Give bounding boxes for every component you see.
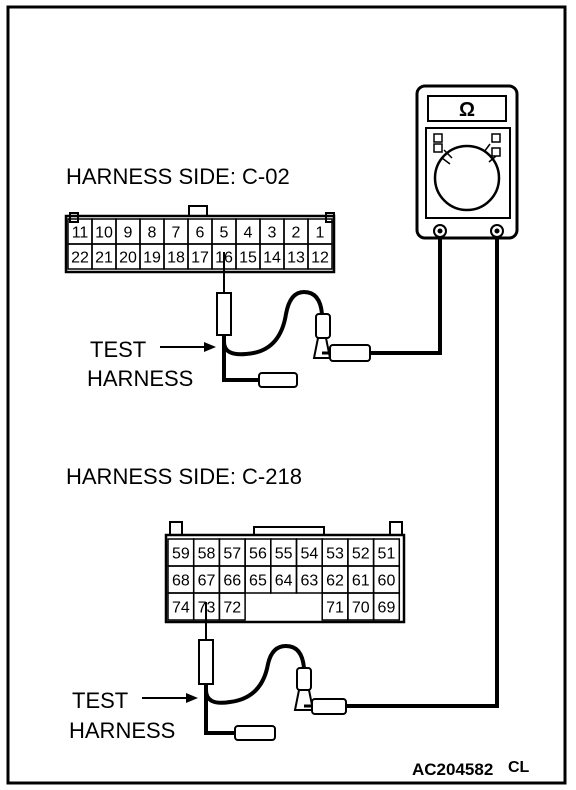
pin-cell (372, 592, 401, 621)
probe-icon (216, 292, 232, 336)
ohm-symbol: Ω (459, 99, 475, 121)
pin-label: 12 (311, 250, 329, 267)
pin-label: 57 (223, 546, 241, 563)
arrow-top (160, 342, 216, 352)
pin-label: 51 (378, 546, 396, 563)
pin-label: 58 (198, 546, 216, 563)
pin-label: 3 (268, 225, 277, 242)
pin-label: 10 (95, 225, 113, 242)
pin-label: 21 (95, 250, 113, 267)
probe-plug (311, 698, 347, 715)
pin-label: 19 (143, 250, 161, 267)
test-harness-label-bottom-line1: TEST (72, 688, 128, 713)
pin-label: 56 (249, 546, 267, 563)
connector-body (164, 533, 406, 624)
pin-label: 22 (71, 250, 89, 267)
test-harness-bottom (198, 602, 347, 741)
pin-label: 65 (249, 573, 267, 590)
multimeter-icon: Ω (415, 84, 519, 240)
pin-label: 5 (220, 225, 229, 242)
pin-label: 9 (124, 225, 133, 242)
pin-label: 13 (287, 250, 305, 267)
pin-label: 71 (326, 600, 344, 617)
pin-label: 54 (300, 546, 318, 563)
pin-label: 72 (223, 600, 241, 617)
test-harness-label-top-line1: TEST (90, 337, 146, 362)
pin-label: 63 (300, 573, 318, 590)
meter-lead-com (370, 237, 442, 355)
connector-body (64, 214, 336, 274)
probe-icon (198, 639, 214, 685)
arrow-bottom (142, 693, 198, 703)
pin-label: 55 (275, 546, 293, 563)
locking-tab (188, 205, 208, 217)
selector-dial (433, 144, 501, 212)
pin-label: 61 (352, 573, 370, 590)
alligator-clip (315, 313, 331, 339)
top-connector-title: HARNESS SIDE: C-02 (66, 164, 290, 189)
figure-frame (6, 5, 567, 785)
pin-label: 66 (223, 573, 241, 590)
connector-c-218: 5958575655545352516867666564636261607473… (164, 521, 406, 624)
test-harness-label-top-line2: HARNESS (87, 366, 193, 391)
pin-label: 52 (352, 546, 370, 563)
pin-label: 64 (275, 573, 293, 590)
pin-label: 8 (148, 225, 157, 242)
pin-label: 62 (326, 573, 344, 590)
pin-label: 1 (316, 225, 325, 242)
pin-label: 6 (196, 225, 205, 242)
test-harness-top (216, 252, 371, 388)
probe-plug (329, 344, 371, 362)
bottom-connector-title: HARNESS SIDE: C-218 (66, 464, 302, 489)
pin-label: 60 (378, 573, 396, 590)
pin-label: 4 (244, 225, 253, 242)
pin-label: 59 (172, 546, 190, 563)
pin-cell (218, 592, 246, 621)
meter-lead-v-ohm (345, 237, 499, 708)
pin-label: 53 (326, 546, 344, 563)
pin-label: 11 (72, 225, 89, 242)
pin-label: 20 (119, 250, 137, 267)
figure-code: AC204582 (412, 760, 493, 779)
pin-label: 74 (172, 600, 190, 617)
pin-label: 14 (263, 250, 281, 267)
meter-display (427, 95, 507, 122)
pin-label: 7 (172, 225, 181, 242)
pin-label: 69 (378, 600, 396, 617)
pin-label: 18 (167, 250, 185, 267)
pin-label: 15 (239, 250, 257, 267)
pin-label: 2 (292, 225, 301, 242)
pin-label: 70 (352, 600, 370, 617)
pin-label: 17 (191, 250, 209, 267)
alligator-clip (296, 667, 312, 691)
pin-label: 67 (198, 573, 216, 590)
pin-cell (307, 243, 333, 270)
test-harness-label-bottom-line2: HARNESS (69, 718, 175, 743)
pin-label: 68 (172, 573, 190, 590)
figure-code-suffix: CL (508, 759, 530, 776)
